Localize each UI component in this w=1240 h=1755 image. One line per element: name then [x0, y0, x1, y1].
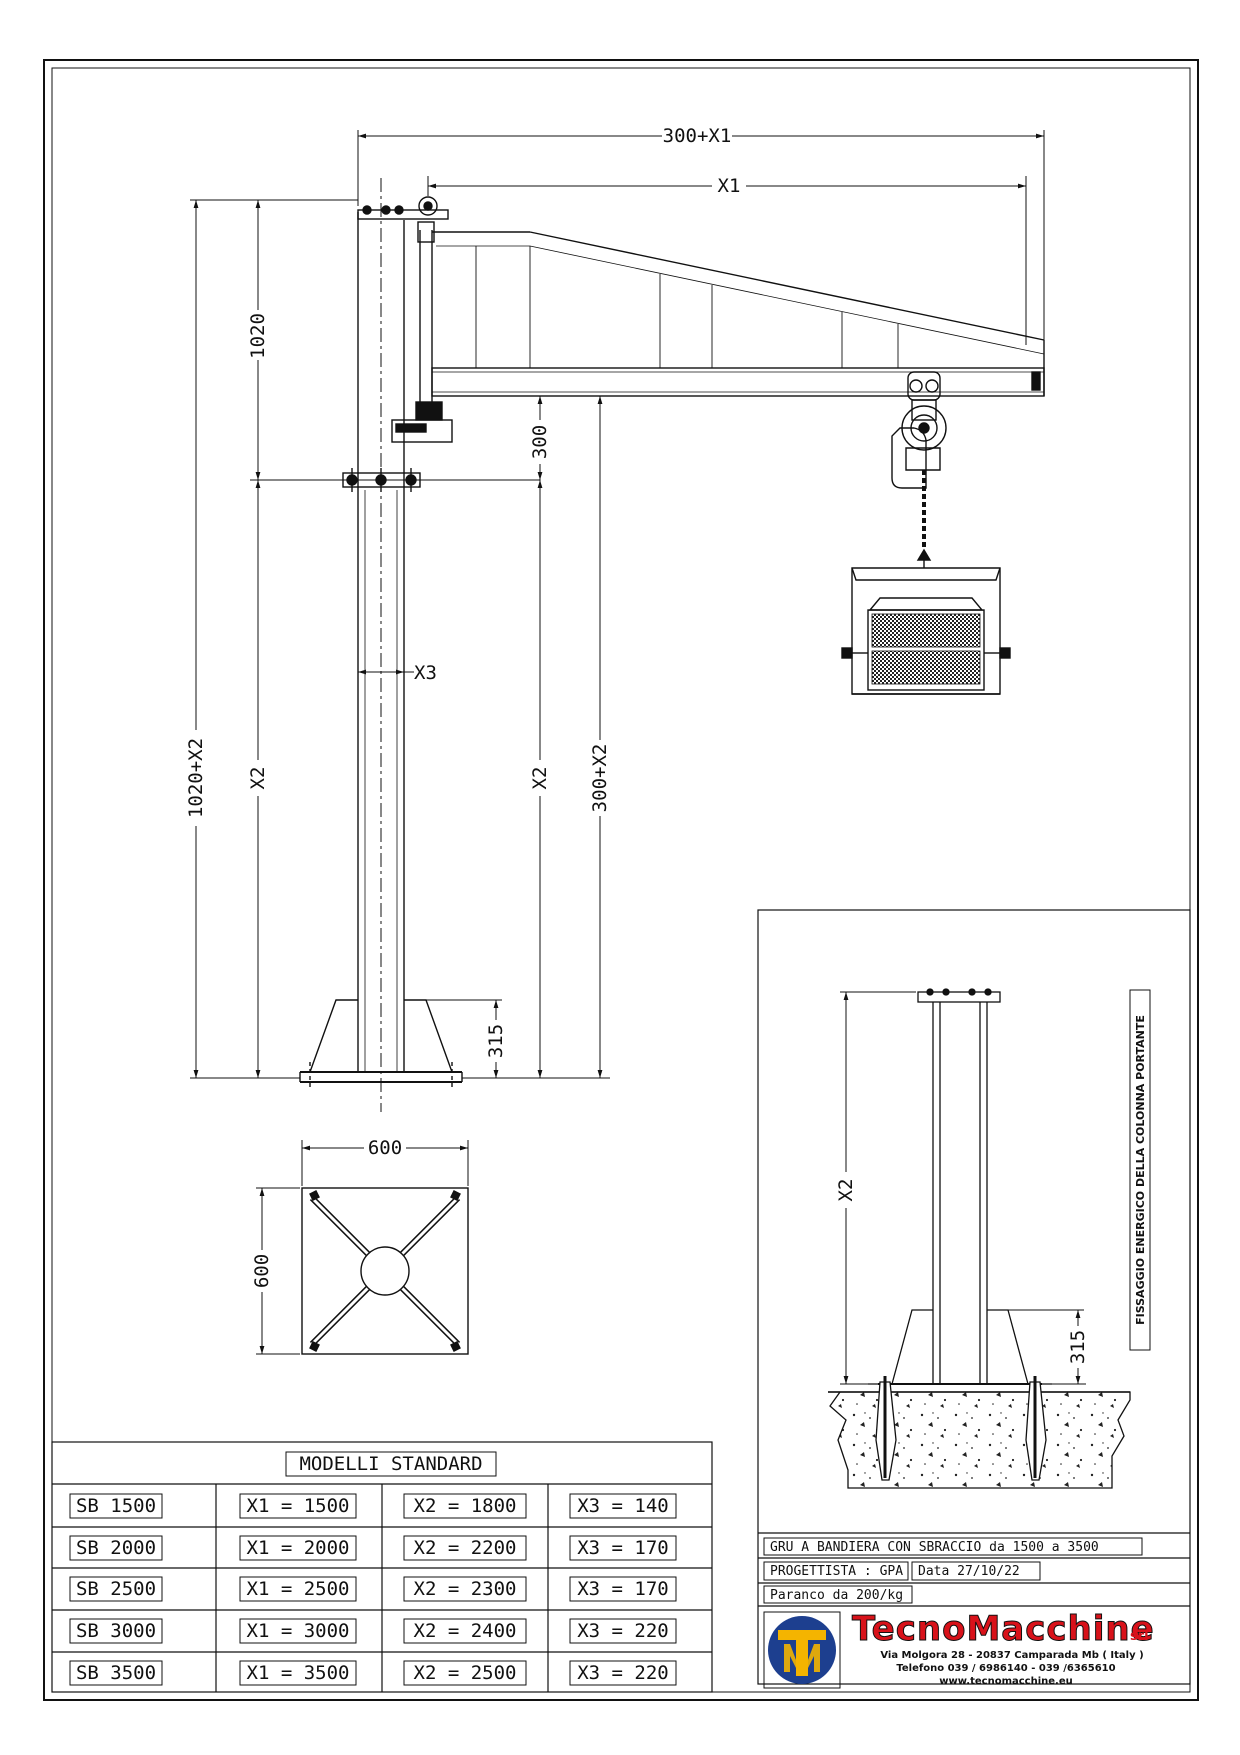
dim-plate-width: 600 [368, 1137, 402, 1159]
models-table-title: MODELLI STANDARD [299, 1453, 482, 1475]
dim-300: 300 [529, 425, 551, 459]
detail-dim-315: 315 [1067, 1330, 1089, 1364]
dim-315: 315 [485, 1024, 507, 1058]
table-cell: X1 = 3000 [247, 1620, 350, 1642]
table-cell: X3 = 170 [577, 1578, 669, 1600]
title-designer: PROGETTISTA : GPA [770, 1564, 903, 1579]
title-date: Data 27/10/22 [918, 1564, 1020, 1579]
crane-elevation [299, 178, 1045, 1112]
detail-dim-x2: X2 [835, 1179, 857, 1202]
table-cell: SB 3500 [76, 1662, 156, 1684]
company-address: Via Molgora 28 - 20837 Camparada Mb ( It… [880, 1650, 1143, 1661]
company-name: TecnoMacchine [852, 1609, 1155, 1649]
table-cell: X3 = 140 [577, 1495, 669, 1517]
base-plate-plan [256, 1140, 469, 1355]
table-cell: X1 = 1500 [247, 1495, 350, 1517]
company-web: www.tecnomacchine.eu [939, 1676, 1073, 1687]
title-hoist: Paranco da 200/kg [770, 1588, 903, 1603]
dim-x2-left: X2 [247, 767, 269, 790]
sheet-outer-border [43, 59, 1199, 1701]
detail-title: FISSAGGIO ENERGICO DELLA COLONNA PORTANT… [1134, 1015, 1147, 1325]
table-cell: X2 = 2400 [414, 1620, 517, 1642]
title-block [758, 1532, 1190, 1689]
company-logo [768, 1616, 836, 1684]
models-table [51, 1441, 713, 1693]
dim-300-x2: 300+X2 [589, 744, 611, 813]
detail-panel [757, 909, 1191, 1685]
anchoring-detail [828, 988, 1151, 1489]
table-cell: X2 = 2500 [414, 1662, 517, 1684]
dim-x3: X3 [414, 662, 437, 684]
table-cell: X2 = 2300 [414, 1578, 517, 1600]
dim-x1: X1 [718, 175, 741, 197]
table-cell: X2 = 1800 [414, 1495, 517, 1517]
arm-beam [431, 367, 1045, 397]
table-cell: SB 2500 [76, 1578, 156, 1600]
dimension-lines [190, 130, 1045, 1079]
dim-1020: 1020 [247, 313, 269, 359]
dim-x2-right: X2 [529, 767, 551, 790]
hoist-body [891, 427, 927, 489]
concrete-foundation [828, 1391, 1131, 1489]
company-phone: Telefono 039 / 6986140 - 039 /6365610 [896, 1663, 1115, 1674]
table-cell: SB 2000 [76, 1537, 156, 1559]
table-cell: SB 1500 [76, 1495, 156, 1517]
title-description: GRU A BANDIERA CON SBRACCIO da 1500 a 35… [770, 1540, 1099, 1555]
dim-1020-x2: 1020+X2 [185, 738, 207, 818]
table-cell: X1 = 2000 [247, 1537, 350, 1559]
dim-300-x1: 300+X1 [663, 125, 732, 147]
table-cell: SB 3000 [76, 1620, 156, 1642]
table-cell: X3 = 170 [577, 1537, 669, 1559]
table-cell: X1 = 2500 [247, 1578, 350, 1600]
table-cell: X1 = 3500 [247, 1662, 350, 1684]
dim-plate-depth: 600 [251, 1254, 273, 1288]
table-cell: X3 = 220 [577, 1662, 669, 1684]
company-suffix: srl [1130, 1629, 1149, 1644]
load-mesh [871, 613, 981, 648]
models-table-cells: SB 1500 X1 = 1500 X2 = 1800 X3 = 140 SB … [69, 1493, 677, 1686]
table-cell: X3 = 220 [577, 1620, 669, 1642]
table-cell: X2 = 2200 [414, 1537, 517, 1559]
